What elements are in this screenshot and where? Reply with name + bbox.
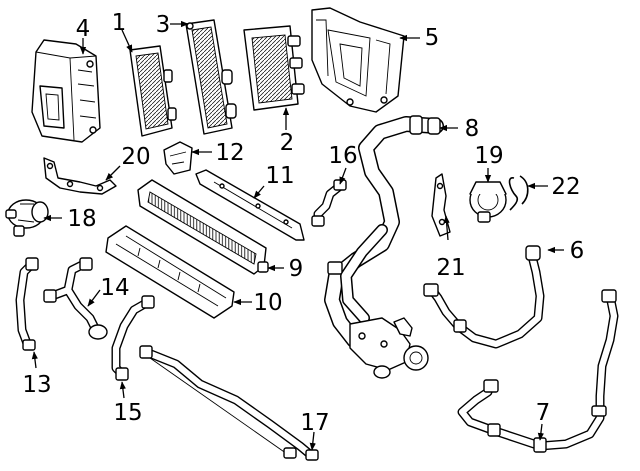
callout-10: 10 bbox=[253, 290, 282, 316]
callout-17: 17 bbox=[300, 410, 329, 436]
callout-8: 8 bbox=[465, 116, 480, 142]
callout-labels: 4 1 3 2 5 8 20 12 16 19 11 22 18 21 6 9 … bbox=[22, 10, 584, 436]
part-20-bracket bbox=[43, 157, 117, 195]
leader-lines bbox=[31, 20, 564, 451]
callout-15: 15 bbox=[113, 400, 142, 426]
part-14-hose bbox=[43, 257, 108, 340]
leader-11 bbox=[253, 185, 265, 199]
part-7-hose bbox=[457, 289, 619, 453]
callout-21: 21 bbox=[436, 255, 465, 281]
part-18-pump bbox=[5, 199, 49, 237]
leader-15 bbox=[119, 381, 126, 399]
callout-5: 5 bbox=[425, 25, 440, 51]
callout-18: 18 bbox=[67, 206, 96, 232]
part-17-line bbox=[139, 345, 319, 461]
callout-9: 9 bbox=[289, 256, 304, 282]
part-3-condenser bbox=[185, 19, 237, 135]
callout-20: 20 bbox=[121, 144, 150, 170]
part-5-shroud bbox=[311, 7, 405, 113]
callout-2: 2 bbox=[280, 130, 295, 156]
leader-1 bbox=[121, 29, 133, 53]
callout-22: 22 bbox=[551, 174, 580, 200]
part-2-radiator bbox=[243, 25, 305, 111]
leader-20 bbox=[105, 165, 121, 181]
callout-4: 4 bbox=[76, 16, 91, 42]
callout-14: 14 bbox=[100, 275, 129, 301]
leader-21 bbox=[443, 215, 450, 241]
callout-3: 3 bbox=[156, 12, 171, 38]
part-16-hose bbox=[311, 179, 347, 227]
part-15-hose bbox=[111, 295, 155, 381]
part-22-clamp bbox=[508, 175, 529, 211]
part-13-hose bbox=[15, 257, 39, 351]
callout-19: 19 bbox=[474, 143, 503, 169]
part-11-bracket bbox=[195, 169, 305, 241]
part-12-bracket bbox=[163, 141, 193, 175]
leader-13 bbox=[31, 351, 38, 369]
leader-17 bbox=[309, 431, 316, 451]
callout-11: 11 bbox=[265, 163, 294, 189]
callout-7: 7 bbox=[536, 400, 551, 426]
leader-16 bbox=[339, 167, 347, 185]
part-1-radiator bbox=[129, 45, 177, 137]
leader-14 bbox=[87, 289, 101, 307]
callout-13: 13 bbox=[22, 372, 51, 398]
part-9-charge-air-cooler bbox=[137, 179, 269, 275]
leader-7 bbox=[537, 423, 544, 441]
callout-6: 6 bbox=[570, 238, 585, 264]
part-10-tray bbox=[105, 225, 235, 319]
part-4-housing bbox=[31, 39, 101, 143]
callout-16: 16 bbox=[328, 143, 357, 169]
part-8-hose-assembly bbox=[324, 115, 444, 379]
part-6-hose bbox=[423, 245, 545, 349]
part-19-pump bbox=[469, 181, 507, 223]
callout-12: 12 bbox=[215, 140, 244, 166]
callout-1: 1 bbox=[112, 10, 127, 36]
